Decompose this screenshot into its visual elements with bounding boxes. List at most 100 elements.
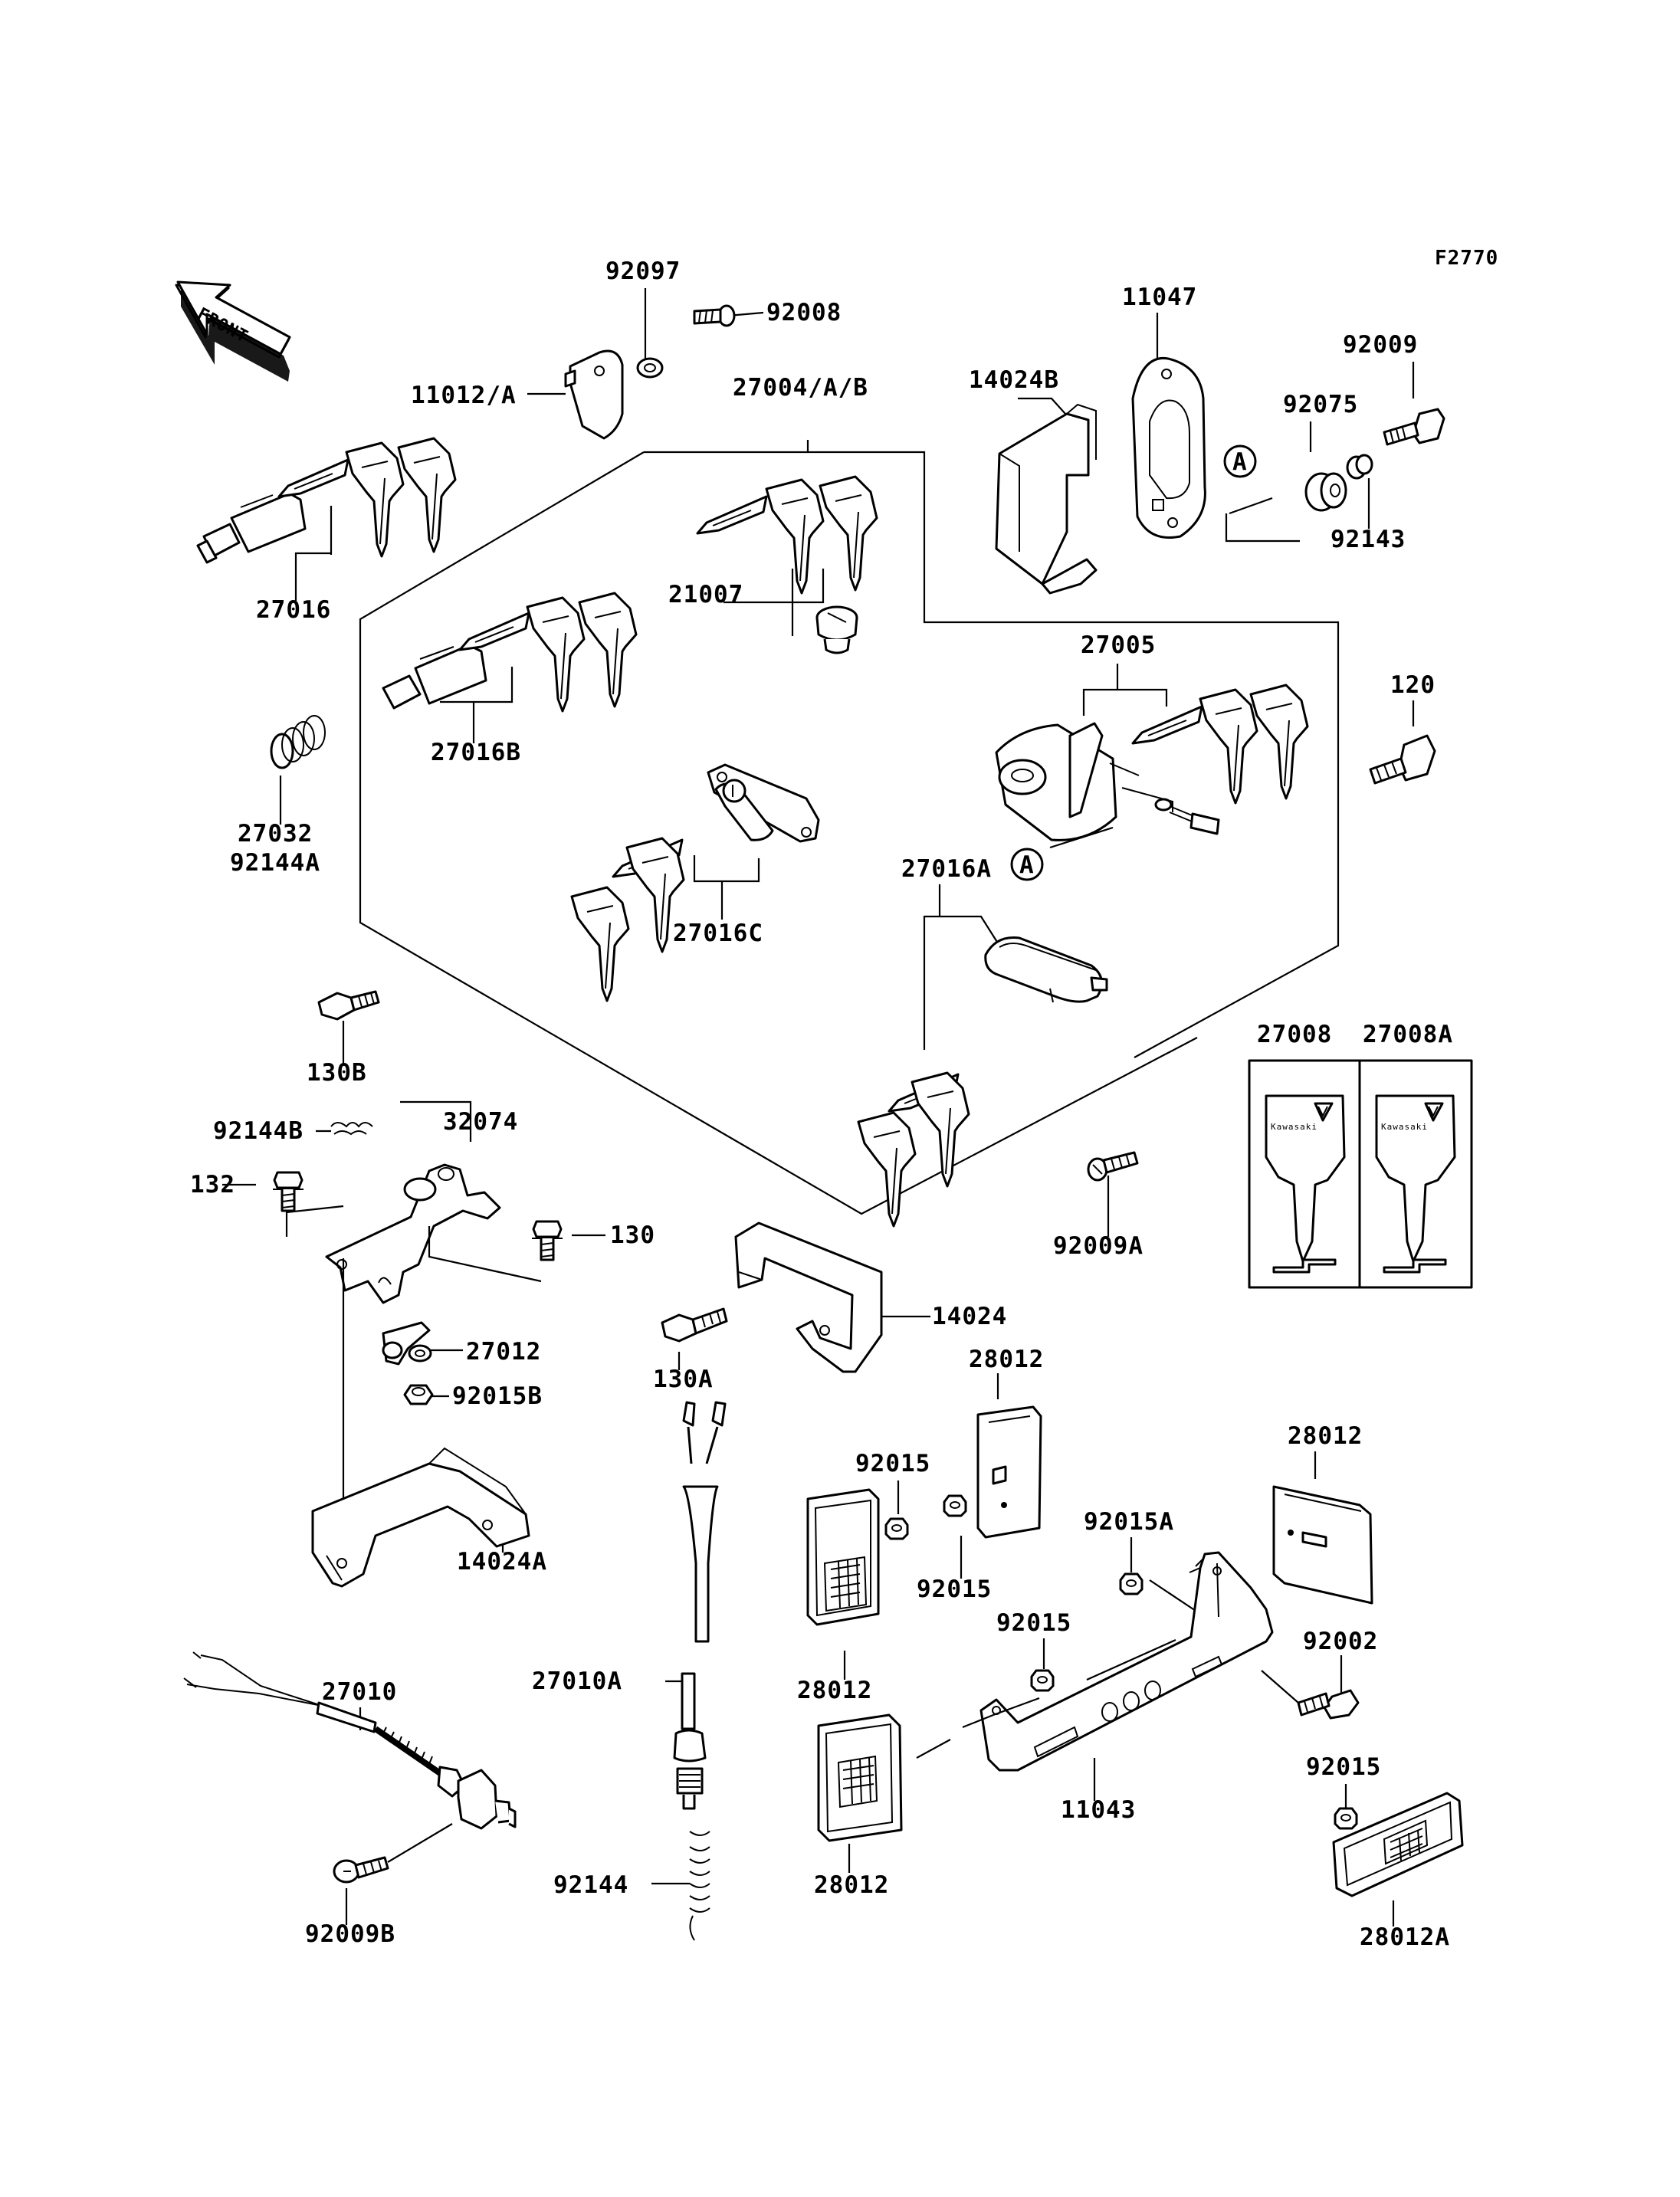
front-arrow-icon: FRONT: [175, 280, 291, 382]
part-27032-label: 27032: [238, 820, 313, 848]
part-28012-label-b: 28012: [1288, 1422, 1363, 1450]
gasket-11047: [1131, 356, 1206, 539]
part-27004ab-label: 27004/A/B: [733, 374, 868, 402]
ignition-switch-27005: [995, 684, 1309, 841]
callout-a-label-mid: A: [1019, 851, 1035, 879]
part-130a-label: 130A: [653, 1366, 714, 1393]
part-92015-label-a: 92015: [855, 1450, 930, 1477]
part-92143-label: 92143: [1331, 526, 1406, 553]
key-brand-27008: Kawasaki: [1271, 1122, 1317, 1132]
part-28012-label-c: 28012: [797, 1677, 872, 1704]
lever-27012: [382, 1321, 432, 1366]
bracket-14024a: [311, 1447, 530, 1588]
screw-92009b: [333, 1856, 389, 1884]
key-tag-27008: Kawasaki: [1265, 1094, 1346, 1274]
callout-a-mid: A: [1010, 848, 1044, 881]
part-11047-label: 11047: [1122, 284, 1197, 311]
key-tag-27008a: Kawasaki: [1375, 1094, 1456, 1274]
cover-14024b: [995, 403, 1098, 595]
part-92009-label: 92009: [1343, 331, 1418, 359]
part-27016-label: 27016: [256, 596, 331, 624]
part-92144-label: 92144: [553, 1871, 628, 1899]
part-11043-label: 11043: [1061, 1796, 1136, 1824]
bolt-92009: [1383, 408, 1445, 446]
part-14024-label: 14024: [932, 1303, 1007, 1330]
reflector-28012-d: [817, 1713, 903, 1842]
lock-set-27016: [196, 437, 457, 564]
bolt-92002: [1261, 1670, 1360, 1720]
part-92015-label-c: 92015: [996, 1609, 1071, 1637]
reflector-28012-c: [806, 1488, 880, 1626]
part-92009b-label: 92009B: [305, 1920, 395, 1948]
nut-92015a: [1119, 1572, 1144, 1595]
lock-set-27016a: [857, 936, 1108, 1228]
bracket-14024: [734, 1221, 883, 1373]
bolt-130b: [317, 990, 380, 1021]
grommet-92075: [1304, 472, 1347, 512]
lock-set-27016b: [382, 592, 638, 713]
part-27016a-label: 27016A: [901, 855, 992, 883]
part-27016c-label: 27016C: [673, 920, 763, 947]
part-92009a-label: 92009A: [1053, 1232, 1144, 1260]
bolt-130a: [661, 1307, 728, 1343]
part-92015a-label: 92015A: [1084, 1508, 1174, 1536]
bolt-130: [530, 1220, 564, 1261]
part-27016b-label: 27016B: [431, 739, 521, 766]
assembly-frame-27004: [359, 440, 1340, 1215]
key-tags-27008: Kawasaki Kawasaki: [1248, 1059, 1473, 1289]
callout-a-top: A: [1223, 444, 1257, 478]
part-92015b-label: 92015B: [452, 1382, 543, 1410]
cap-21007: [815, 605, 858, 654]
bracket-11043: [916, 1551, 1274, 1772]
part-92015-label-b: 92015: [917, 1576, 992, 1603]
part-130-label: 130: [610, 1221, 655, 1249]
bracket-32074: [285, 1122, 542, 1533]
screw-92009a: [1087, 1151, 1139, 1182]
part-32074-label: 32074: [443, 1108, 518, 1136]
part-28012a-label: 28012A: [1360, 1923, 1450, 1951]
part-11012a-label: 11012/A: [411, 382, 517, 409]
part-92144b-label: 92144B: [213, 1117, 304, 1145]
part-92002-label: 92002: [1303, 1628, 1378, 1655]
part-120-label: 120: [1390, 671, 1436, 699]
cable-switch-27010: [183, 1651, 517, 1830]
part-92008-label: 92008: [766, 299, 842, 326]
part-21007-label: 21007: [668, 581, 743, 608]
plate-11012: [564, 349, 624, 440]
part-92015-label-d: 92015: [1306, 1753, 1381, 1781]
part-14024b-label: 14024B: [969, 366, 1059, 394]
part-92075-label: 92075: [1283, 391, 1358, 418]
reflector-28012a: [1332, 1792, 1464, 1897]
nut-92015-d: [1334, 1807, 1358, 1830]
part-14024a-label: 14024A: [457, 1548, 547, 1576]
collar-92143: [1346, 454, 1373, 480]
part-27008-label: 27008: [1257, 1021, 1332, 1048]
lock-set-27016c: [570, 763, 820, 1002]
part-92144a-label: 92144A: [230, 849, 320, 877]
nut-92015b: [403, 1384, 434, 1405]
nut-92015-c: [1030, 1669, 1055, 1692]
part-27005-label: 27005: [1081, 631, 1156, 659]
part-27010-label: 27010: [322, 1678, 397, 1706]
spring-27032: [270, 715, 326, 769]
screw-92008: [693, 304, 736, 327]
bolt-120: [1369, 734, 1436, 785]
washer-92097: [636, 357, 664, 379]
part-27008a-label: 27008A: [1363, 1021, 1453, 1048]
bolt-132: [271, 1171, 305, 1212]
reflector-pattern-c: [823, 1556, 868, 1612]
figure-code: F2770: [1435, 247, 1498, 270]
nut-92015-b: [943, 1494, 967, 1517]
keys-27004: [696, 475, 878, 654]
part-27012-label: 27012: [466, 1338, 541, 1366]
part-27010a-label: 27010A: [532, 1667, 622, 1695]
reflector-28012-a: [976, 1405, 1042, 1539]
part-28012-label-d: 28012: [814, 1871, 889, 1899]
part-92097-label: 92097: [605, 257, 681, 285]
part-130b-label: 130B: [307, 1059, 367, 1087]
part-28012-label-a: 28012: [969, 1346, 1044, 1373]
nut-92015-a: [884, 1517, 909, 1540]
callout-a-label-top: A: [1232, 448, 1248, 476]
spring-92144: [689, 1831, 710, 1941]
